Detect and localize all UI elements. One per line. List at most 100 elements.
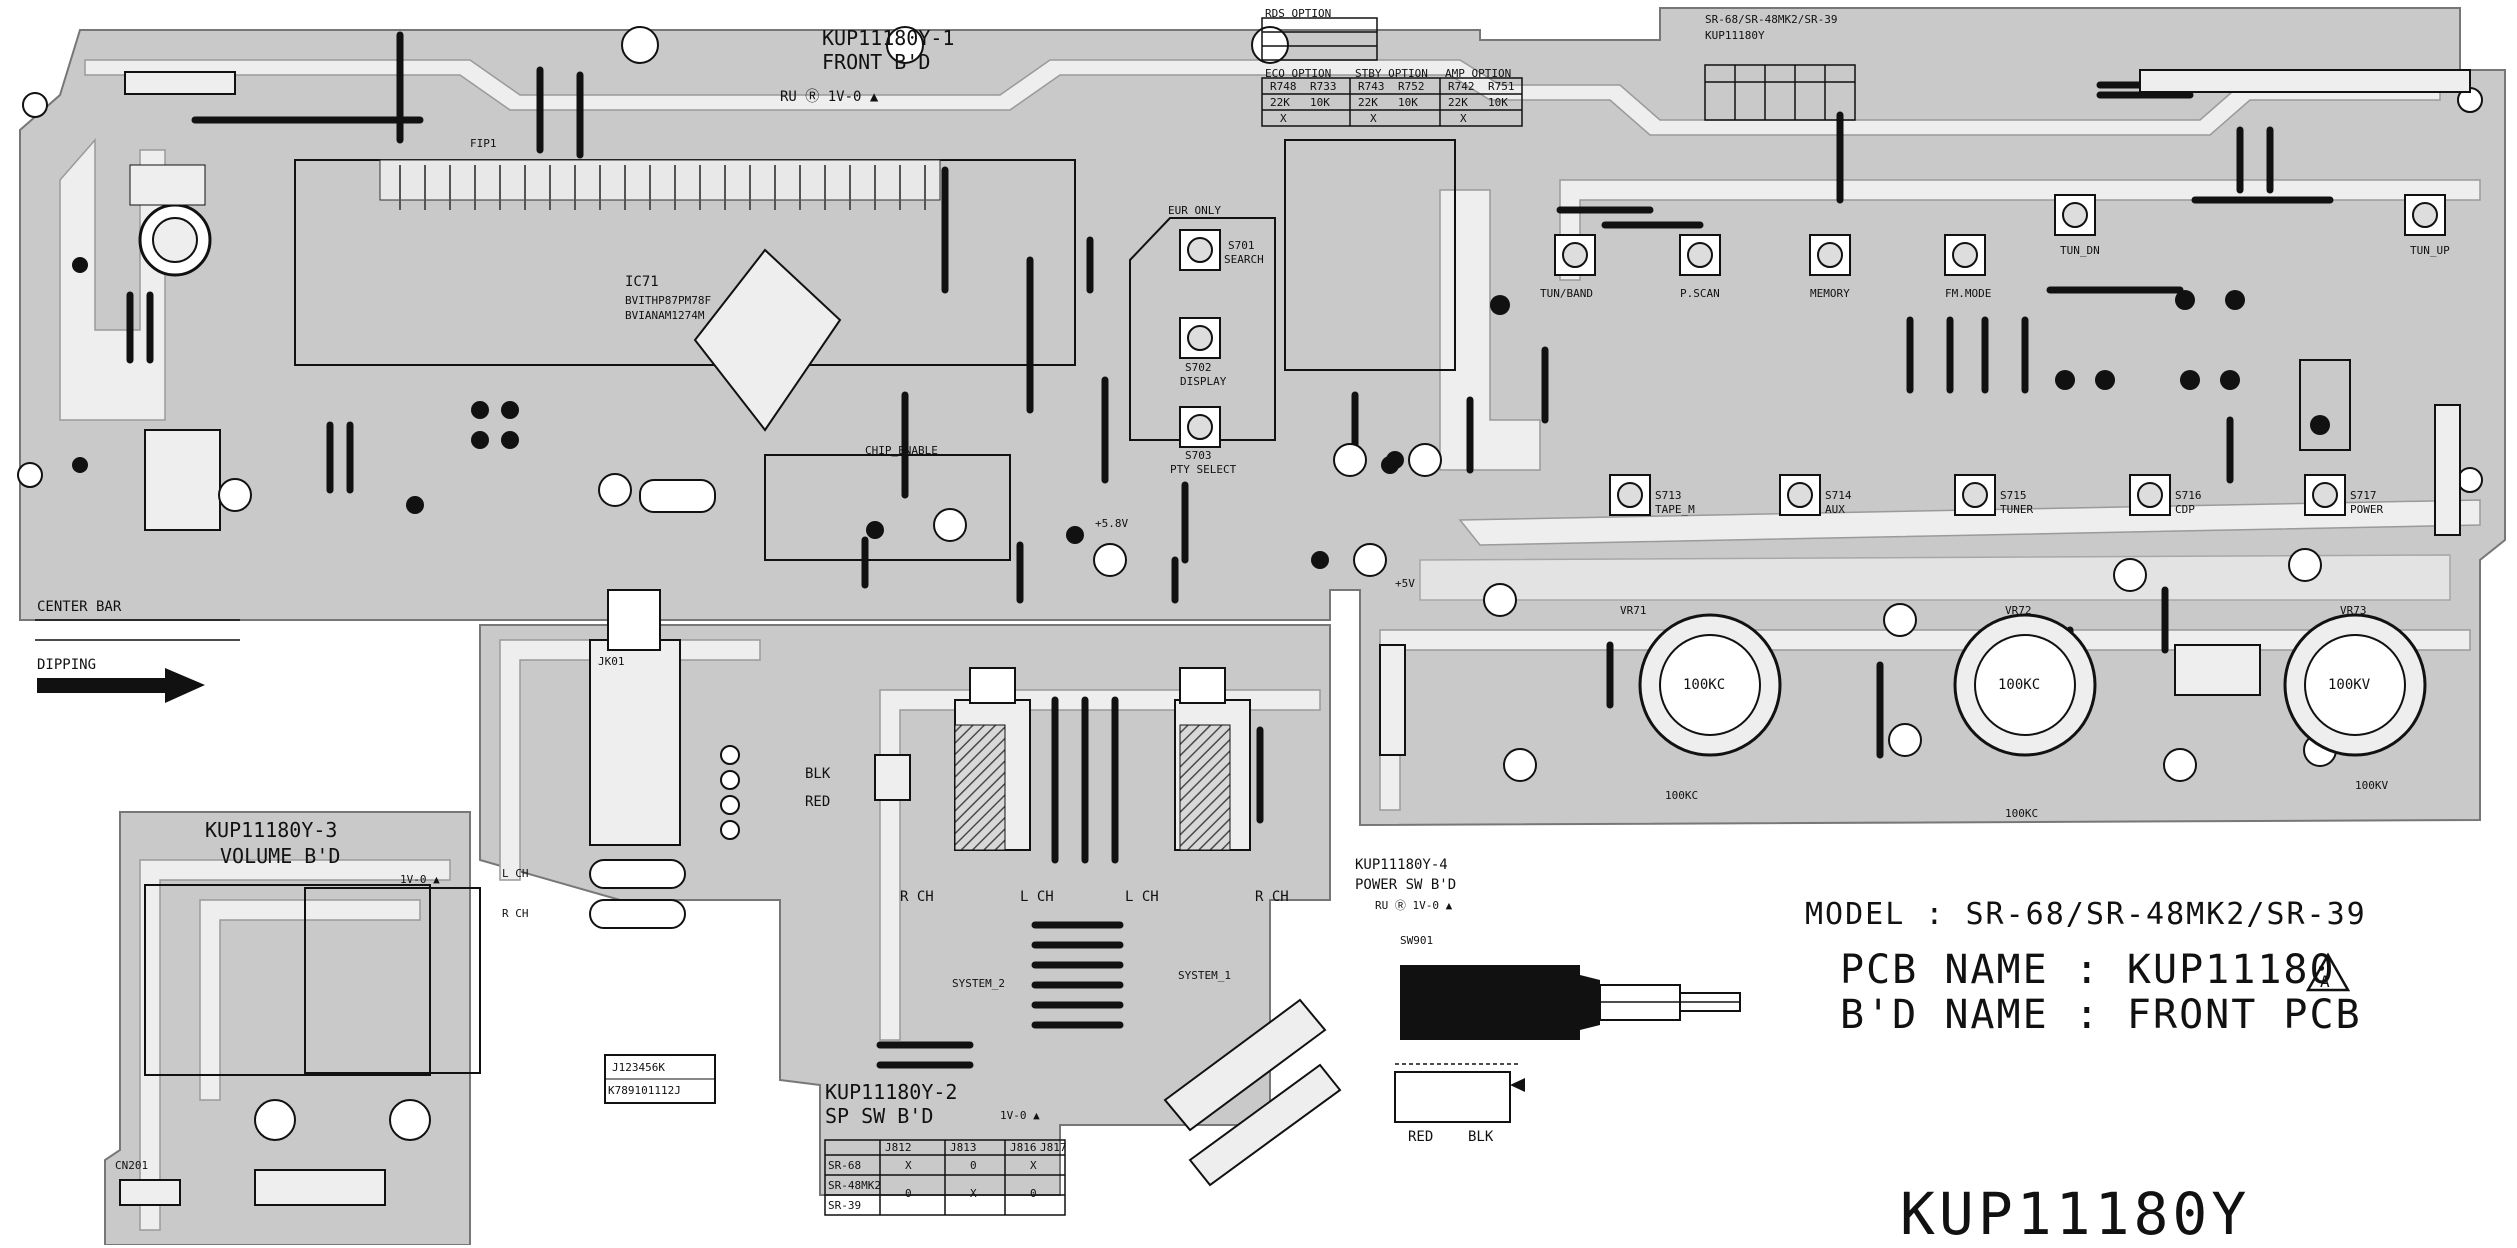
power-red-label: RED [1408,1129,1434,1145]
ic71-label: IC71 [625,274,659,290]
fip-label: FIP1 [470,137,497,150]
mounting-holes [17,26,2483,493]
switch-s711-label: TUN_UP [2410,244,2450,257]
svg-text:A: A [2320,972,2330,991]
opt-title-eco: ECO OPTION [1265,67,1332,80]
sp-row-1: SR-68 [828,1159,862,1172]
ic72 [144,429,221,531]
sp-col-2: J813 [950,1141,977,1154]
sp-val-5: X [1030,1159,1037,1172]
pot-caption-1: 100KC [1665,789,1699,802]
pot-caption-2: 100KC [2005,807,2039,820]
model-table-head: SR-68/SR-48MK2/SR-39 [1705,13,1838,26]
chip-enable-label: CHIP_ENABLE [865,444,938,457]
switch-s703-label: PTY SELECT [1170,463,1237,476]
sp-col-4: J817 [1040,1141,1067,1154]
eur-only-box [1129,217,1276,441]
vol-r-ch: R CH [502,907,529,920]
switch-s716-ref: S716 [2175,489,2202,502]
switch-s707-label: P.SCAN [1680,287,1720,300]
opt-cell-4: R752 [1398,80,1425,93]
headphone-jack [589,589,681,846]
front-board-cert: RU Ⓡ 1V-0 ▲ [780,89,879,105]
model-line: MODEL : SR-68/SR-48MK2/SR-39 [1805,897,2367,932]
opt-cell-1: R748 [1270,80,1297,93]
sp-val-6: 0 [1030,1187,1037,1200]
volume-board-name: KUP11180Y-3 [205,818,338,842]
opt-cell-3: R743 [1358,80,1385,93]
system-2-label: SYSTEM_2 [952,977,1005,990]
jumper-key-box [604,1054,716,1104]
switch-s715-ref: S715 [2000,489,2027,502]
opt-title-rds: RDS OPTION [1265,7,1332,20]
sp-val-1: X [905,1159,912,1172]
pot-caption-3: 100KV [2355,779,2389,792]
switch-s701-ref: S701 [1228,239,1255,252]
opt-cell-14: X [1370,112,1377,125]
switch-s701-label: SEARCH [1224,253,1264,266]
vol-l-ch: L CH [502,867,529,880]
volume-board-cert: 1V-0 ▲ [400,873,440,886]
volt-58: +5.8V [1095,517,1129,530]
switch-s703-ref: S703 [1185,449,1212,462]
sp-col-3: J816 [1010,1141,1037,1154]
pot-vr72-ref: VR72 [2005,604,2032,617]
power-blk-label: BLK [1468,1129,1494,1145]
system-1-label: SYSTEM_1 [1178,969,1231,982]
cn201-label: CN201 [115,1159,149,1172]
switch-s717-ref: S717 [2350,489,2377,502]
opt-cell-10: 10K [1398,96,1418,109]
sp-switch-sw901 [1174,667,1251,851]
opt-cell-2: R733 [1310,80,1337,93]
jack-label: JK01 [598,655,625,668]
switch-s710-label: TUN_DN [2060,244,2100,257]
sp-row-2: SR-48MK2 [828,1179,881,1192]
connector-strips [124,69,2471,756]
potentiometers [1638,613,2427,757]
crystal-x701 [639,479,716,513]
sp-board-sub: SP SW B'D [825,1104,934,1128]
switch-s715-label: TUNER [2000,503,2034,516]
sp-r-ch-2: R CH [1255,889,1289,905]
sp-r-ch-1: R CH [900,889,934,905]
opt-cell-11: 22K [1448,96,1468,109]
opt-cell-15: X [1460,112,1467,125]
switch-s709-label: FM.MODE [1945,287,1992,300]
switch-s702-ref: S702 [1185,361,1212,374]
switch-s713-ref: S713 [1655,489,1682,502]
sp-val-3: 0 [970,1159,977,1172]
dipping-label: DIPPING [37,657,97,673]
pot-vr73-ref: VR73 [2340,604,2367,617]
opt-cell-13: X [1280,112,1287,125]
sp-jumpers [876,696,1264,1069]
trace-regions [59,59,2481,1231]
model-table-sub: KUP11180Y [1705,29,1765,42]
fip-display-area [294,159,1076,366]
dipping-arrow-icon [37,668,205,703]
sp-val-2: 0 [905,1187,912,1200]
sp-l-ch-1: L CH [1020,889,1054,905]
pot-vr71-ref: VR71 [1620,604,1647,617]
switch-s706-label: TUN/BAND [1540,287,1593,300]
switch-s702-label: DISPLAY [1180,375,1227,388]
sp-row-3: SR-39 [828,1199,862,1212]
pcb-name-line: PCB NAME : KUP11180 [1840,947,2336,993]
opt-cell-9: 22K [1358,96,1378,109]
sp-l-ch-2: L CH [1125,889,1159,905]
ic71-part1: BVITHP87PM78F [625,294,712,307]
opt-cell-6: R751 [1488,80,1515,93]
opt-title-amp: AMP OPTION [1445,67,1512,80]
switch-s713-label: TAPE_M [1655,503,1695,516]
power-board-name: KUP11180Y-4 [1355,857,1448,873]
power-board-sub: POWER SW B'D [1355,877,1457,893]
opt-cell-8: 10K [1310,96,1330,109]
sw902-diagonal [1163,998,1342,1187]
pot-vr72-value: 100KC [1998,677,2041,693]
option-tables [1261,17,1856,127]
transistors [72,257,2330,569]
power-switch [1400,965,1741,1040]
opt-cell-5: R742 [1448,80,1475,93]
sp-option-table [824,1139,1066,1216]
tactile-switches [1179,194,2446,516]
